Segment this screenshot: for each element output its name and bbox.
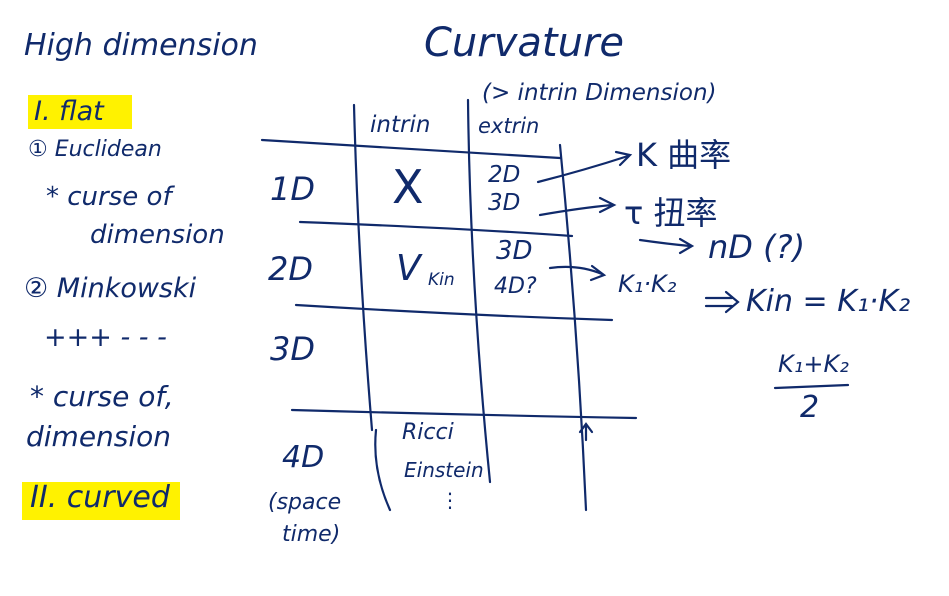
note-k1k2: K₁·K₂ — [618, 270, 677, 298]
col-header-extrin: extrin — [478, 114, 540, 138]
cell-4d-ricci: Ricci — [402, 420, 454, 445]
curvature-title: Curvature — [424, 20, 624, 66]
cell-1d-intrin: X — [392, 160, 424, 214]
row-label-2d: 2D — [268, 250, 313, 288]
grid-line-v2 — [466, 98, 492, 484]
cell-2d-intrin: V — [396, 248, 421, 289]
grid-line-h4 — [290, 408, 638, 420]
grid-line-v3 — [558, 143, 588, 512]
arrow-to-k — [536, 154, 630, 184]
heading-high-dimension: High dimension — [24, 28, 258, 63]
implies-arrow-shaft — [704, 296, 734, 308]
item-euclidean: ① Euclidean — [28, 137, 162, 162]
arrow-head-nd — [678, 237, 695, 255]
note-nd: nD (?) — [708, 228, 806, 266]
note-mean-numerator: K₁+K₂ — [778, 350, 849, 378]
highlight-curved — [22, 482, 180, 520]
arrow-to-tau — [538, 203, 614, 217]
cell-1d-extrin-3d: 3D — [488, 190, 521, 216]
row-4d-note-1: (space — [268, 490, 342, 515]
note-kin-formula: Kin = K₁·K₂ — [746, 284, 911, 319]
highlight-flat — [28, 95, 132, 129]
grid-line-v1 — [352, 103, 374, 432]
arrow-head-tau — [598, 196, 617, 214]
cell-4d-ellipsis: ⋮ — [440, 488, 460, 512]
section-curved: II. curved — [30, 480, 170, 515]
row-label-4d: 4D — [282, 440, 325, 475]
arrow-to-nd — [638, 238, 692, 248]
item-minkowski-note-2: dimension — [26, 420, 172, 453]
fraction-bar — [773, 383, 850, 390]
up-arrow-mark — [578, 422, 594, 442]
item-minkowski-note-1: * curse of, — [30, 380, 174, 413]
cell-1d-extrin-2d: 2D — [488, 162, 521, 188]
row-4d-note-2: time) — [282, 522, 341, 547]
arrow-head-k1k2 — [589, 264, 607, 282]
ricci-bracket-left — [374, 428, 392, 512]
implies-arrow-head — [724, 290, 740, 314]
note-mean-denominator: 2 — [800, 390, 820, 425]
cell-2d-intrin-sub: Kin — [428, 270, 455, 290]
curvature-subtitle: (> intrin Dimension) — [482, 80, 717, 106]
cell-2d-extrin-4d: 4D? — [494, 274, 537, 299]
cell-2d-extrin-3d: 3D — [496, 236, 533, 266]
row-label-3d: 3D — [270, 330, 315, 368]
row-label-1d: 1D — [270, 170, 315, 208]
col-header-intrin: intrin — [370, 112, 431, 138]
grid-line-h2 — [298, 220, 574, 238]
item-minkowski-sign: +++ - - - — [44, 322, 167, 353]
grid-line-h1 — [260, 138, 562, 160]
note-k-curvature: K 曲率 — [636, 136, 732, 174]
arrow-to-k1k2 — [548, 265, 604, 276]
cell-4d-einstein: Einstein — [404, 458, 484, 482]
item-minkowski: ② Minkowski — [24, 273, 197, 304]
item-euclidean-note-2: dimension — [90, 220, 225, 250]
note-tau-torsion: τ 扭率 — [624, 194, 718, 232]
grid-line-h3 — [294, 303, 614, 322]
item-euclidean-note-1: * curse of — [46, 182, 172, 212]
section-flat: I. flat — [34, 96, 104, 127]
arrow-head-k — [614, 150, 633, 167]
